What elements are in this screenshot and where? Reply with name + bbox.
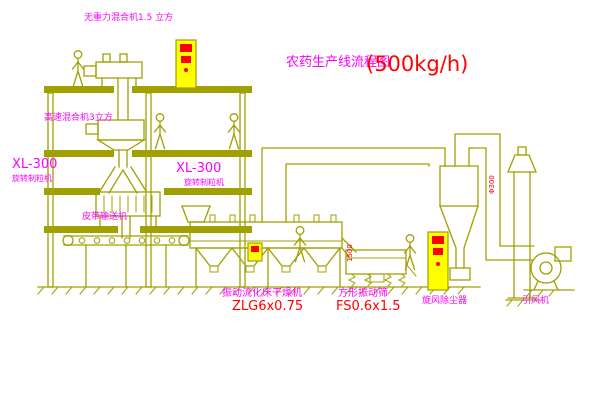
- dryer-model-label: ZLG6x0.75: [232, 299, 303, 314]
- granulator-mid-name-label: 旋转制粒机: [184, 177, 224, 187]
- building-frame: [44, 86, 252, 288]
- exhaust-stack: [507, 146, 537, 299]
- panel-indicator: [184, 68, 188, 72]
- dryer-name-label: 振动流化床干燥机: [222, 286, 302, 299]
- high-speed-mixer-label: 高速混合机3立方: [44, 111, 113, 123]
- diagram-capacity: (500kg/h): [366, 52, 468, 76]
- person-figures: [71, 50, 417, 271]
- person-figure: [153, 113, 167, 150]
- y-chute: [99, 149, 147, 194]
- sieve-model-label: FS0.6x1.5: [336, 299, 401, 314]
- high-speed-mixer: [85, 119, 147, 151]
- ground-line: [37, 286, 575, 307]
- dimension-phi300: Φ300: [488, 175, 496, 194]
- panel-indicator: [436, 262, 440, 266]
- person-figure: [71, 50, 85, 87]
- granulator-left-model-label: XL-300: [12, 157, 57, 172]
- cyclone-separator: [439, 133, 535, 281]
- panel-display: [432, 236, 444, 244]
- person-figure: [227, 113, 241, 150]
- top-mixer: [83, 53, 143, 121]
- control-panel-roof: [175, 39, 197, 89]
- vibrating-sieve: [341, 237, 417, 287]
- dimension-1500: 1500: [346, 244, 354, 262]
- top-mixer-label: 无重力混合机1.5 立方: [84, 11, 173, 23]
- sieve-name-label: 方形振动筛: [338, 286, 388, 299]
- induced-fan: [530, 246, 572, 291]
- fan-label: 引风机: [522, 294, 549, 306]
- belt-conveyor: [62, 234, 190, 288]
- panel-display: [251, 246, 259, 252]
- control-box-dryer: [247, 242, 263, 262]
- granulator-mid-model-label: XL-300: [176, 161, 221, 176]
- diagram-title: 农药生产线流程图: [286, 55, 390, 70]
- panel-display: [180, 44, 192, 52]
- exhaust-duct: [261, 147, 446, 223]
- belt-conveyor-label: 皮带输送机: [82, 210, 127, 222]
- control-panel-cyclone: [427, 231, 449, 291]
- granulator-left-name-label: 旋转制粒机: [12, 173, 52, 183]
- person-figure: [293, 226, 307, 263]
- cyclone-label: 旋风除尘器: [422, 294, 467, 306]
- granulator: [95, 191, 161, 239]
- diagram-labels: 无重力混合机1.5 立方 农药生产线流程图 (500kg/h) 高速混合机3立方…: [12, 11, 549, 314]
